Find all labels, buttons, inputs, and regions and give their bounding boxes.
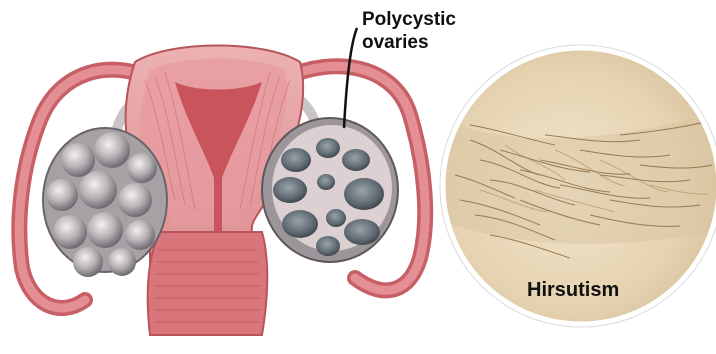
hirsutism-label: Hirsutism — [527, 278, 619, 302]
polycystic-ovaries-label: Polycystic ovaries — [362, 8, 456, 54]
callout-leader-line — [344, 28, 357, 128]
ovary-left — [43, 128, 167, 277]
cervix — [148, 232, 268, 335]
uterus-illustration — [19, 28, 425, 335]
ovary-right-cross-section — [262, 118, 398, 262]
